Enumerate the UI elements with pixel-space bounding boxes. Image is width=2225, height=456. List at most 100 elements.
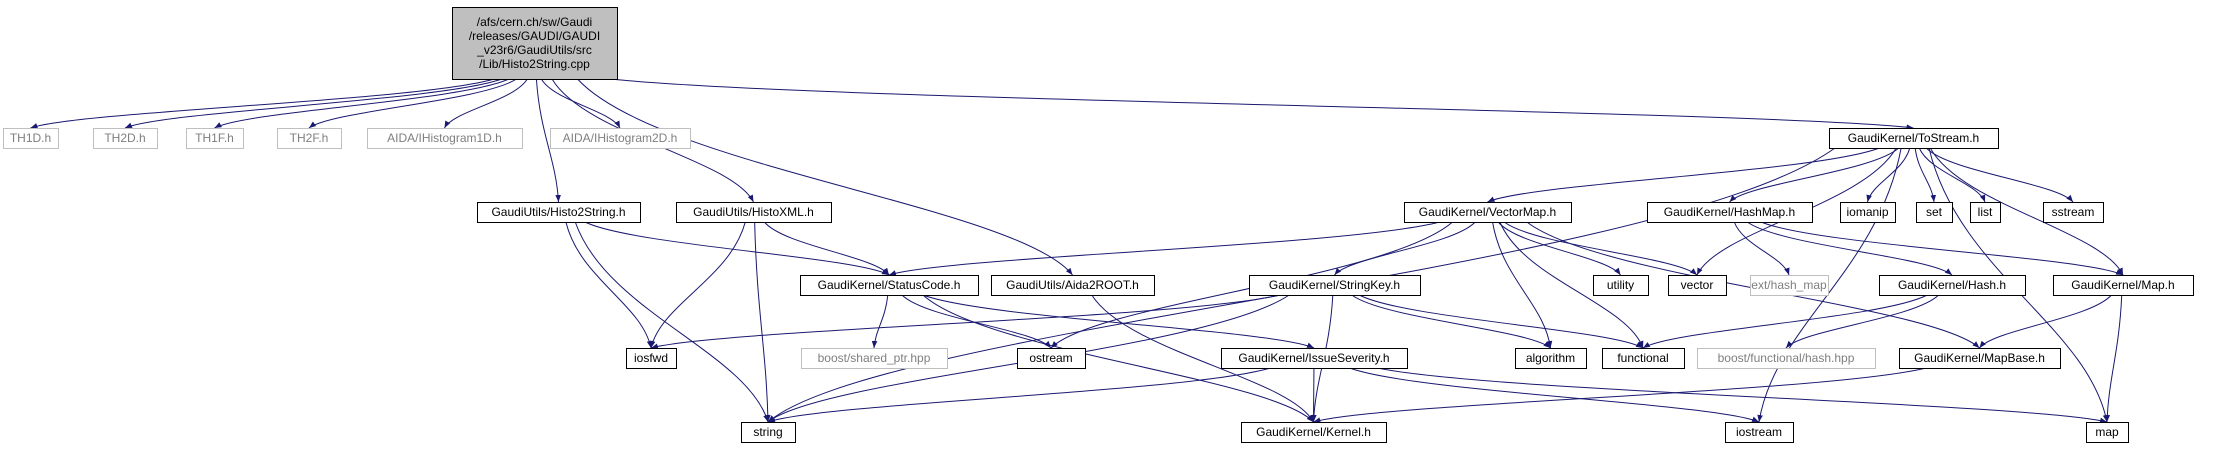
- node-label: GaudiKernel/StringKey.h: [1269, 278, 1400, 292]
- node-label: boost/functional/hash.hpp: [1718, 351, 1855, 365]
- node-root[interactable]: /afs/cern.ch/sw/Gaudi/releases/GAUDI/GAU…: [452, 7, 618, 80]
- node-box-sstream: [2043, 202, 2104, 223]
- node-box-ostream: [1017, 348, 1086, 369]
- node-label: ostream: [1029, 351, 1072, 365]
- edge-issueseverity-to-iostream: [1349, 367, 1760, 423]
- node-box-vectormap: [1404, 202, 1572, 223]
- node-box-issueseverity: [1221, 348, 1408, 369]
- node-label: GaudiKernel/ToStream.h: [1848, 131, 1979, 145]
- edge-hash-to-boosthash: [1785, 294, 1940, 349]
- node-box-list: [1970, 202, 2001, 223]
- edge-tostream-to-list: [1918, 147, 1986, 203]
- edge-stringkey-to-iosfwd: [650, 294, 1280, 349]
- edge-tostream-to-map_h: [1929, 147, 2124, 276]
- edge-aida2root-to-kernel: [1091, 294, 1314, 423]
- node-boosthash: boost/functional/hash.hpp: [1697, 348, 1876, 369]
- node-stringkey[interactable]: GaudiKernel/StringKey.h: [1249, 275, 1421, 296]
- edge-tostream-to-set: [1914, 147, 1937, 203]
- edge-root-to-aida1d: [444, 78, 528, 129]
- node-label: sstream: [2052, 205, 2095, 219]
- node-box-functional: [1602, 348, 1685, 369]
- node-box-th2d: [93, 128, 158, 149]
- edge-histo2string-to-statuscode: [584, 221, 890, 276]
- edge-hashmap-to-map_h: [1760, 221, 2124, 276]
- edge-map_h-to-map: [2104, 294, 2123, 423]
- node-map_h[interactable]: GaudiKernel/Map.h: [2053, 275, 2194, 296]
- node-box-hash: [1879, 275, 2026, 296]
- node-label: GaudiKernel/IssueSeverity.h: [1238, 351, 1389, 365]
- node-sstream[interactable]: sstream: [2043, 202, 2104, 223]
- node-mapbase[interactable]: GaudiKernel/MapBase.h: [1899, 348, 2061, 369]
- edge-statuscode-to-kernel: [922, 294, 1314, 423]
- node-kernel[interactable]: GaudiKernel/Kernel.h: [1241, 422, 1387, 443]
- node-label: iostream: [1736, 425, 1782, 439]
- edge-root-to-histo2string: [535, 78, 561, 203]
- node-box-map: [2086, 422, 2129, 443]
- node-tostream[interactable]: GaudiKernel/ToStream.h: [1829, 128, 1999, 149]
- node-box-aida2d: [550, 128, 691, 149]
- node-iomanip[interactable]: iomanip: [1840, 202, 1896, 223]
- edge-vectormap-to-vector: [1503, 221, 1698, 276]
- node-box-utility: [1593, 275, 1649, 296]
- edge-vectormap-to-ostream: [1050, 221, 1453, 349]
- node-box-algorithm: [1515, 348, 1587, 369]
- node-vectormap[interactable]: GaudiKernel/VectorMap.h: [1404, 202, 1572, 223]
- node-box-map_h: [2053, 275, 2194, 296]
- node-hashmap[interactable]: GaudiKernel/HashMap.h: [1647, 202, 1813, 223]
- node-label: algorithm: [1526, 351, 1575, 365]
- node-box-aida2root: [991, 275, 1155, 296]
- node-box-string: [741, 422, 796, 443]
- node-box-aida1d: [367, 128, 523, 149]
- edge-vectormap-to-algorithm: [1492, 221, 1553, 349]
- node-histoxml[interactable]: GaudiUtils/HistoXML.h: [676, 202, 832, 223]
- edge-statuscode-to-sharedptr: [871, 294, 889, 349]
- node-label: _v23r6/GaudiUtils/src: [476, 43, 592, 57]
- node-sharedptr: boost/shared_ptr.hpp: [801, 348, 948, 369]
- edge-vectormap-to-statuscode: [888, 221, 1440, 276]
- node-statuscode[interactable]: GaudiKernel/StatusCode.h: [800, 275, 979, 296]
- node-issueseverity[interactable]: GaudiKernel/IssueSeverity.h: [1221, 348, 1408, 369]
- node-label: AIDA/IHistogram2D.h: [563, 131, 678, 145]
- node-set[interactable]: set: [1916, 202, 1953, 223]
- node-functional[interactable]: functional: [1602, 348, 1685, 369]
- node-aida1d: AIDA/IHistogram1D.h: [367, 128, 523, 149]
- edge-tostream-to-sstream: [1925, 147, 2074, 203]
- edge-histo2string-to-iosfwd: [565, 221, 653, 349]
- node-label: boost/shared_ptr.hpp: [818, 351, 931, 365]
- node-string[interactable]: string: [741, 422, 796, 443]
- edge-hash-to-functional: [1642, 294, 1928, 349]
- node-label: GaudiKernel/Hash.h: [1898, 278, 2006, 292]
- node-box-set: [1916, 202, 1953, 223]
- edge-issueseverity-to-map: [1377, 367, 2108, 424]
- edge-root-to-aida2d: [540, 78, 621, 129]
- node-hash[interactable]: GaudiKernel/Hash.h: [1879, 275, 2026, 296]
- node-label: /releases/GAUDI/GAUDI: [469, 29, 600, 43]
- node-box-th1d: [3, 128, 59, 149]
- node-map[interactable]: map: [2086, 422, 2129, 443]
- edge-root-to-th2d: [124, 78, 502, 129]
- node-label: /afs/cern.ch/sw/Gaudi: [477, 15, 592, 29]
- node-vector[interactable]: vector: [1668, 275, 1727, 296]
- node-exthashmap: ext/hash_map: [1750, 275, 1829, 296]
- edge-root-to-aida2root: [577, 78, 1073, 276]
- node-label: TH2D.h: [104, 131, 145, 145]
- node-th2f: TH2F.h: [277, 128, 342, 149]
- node-iostream[interactable]: iostream: [1725, 422, 1794, 443]
- node-box-sharedptr: [801, 348, 948, 369]
- node-algorithm[interactable]: algorithm: [1515, 348, 1587, 369]
- node-box-boosthash: [1697, 348, 1876, 369]
- node-list[interactable]: list: [1970, 202, 2001, 223]
- edge-hashmap-to-exthashmap: [1733, 221, 1790, 276]
- node-utility[interactable]: utility: [1593, 275, 1649, 296]
- node-label: vector: [1681, 278, 1714, 292]
- edge-statuscode-to-issueseverity: [922, 294, 1315, 349]
- edge-issueseverity-to-string: [767, 367, 1271, 423]
- node-box-histoxml: [676, 202, 832, 223]
- node-aida2root[interactable]: GaudiUtils/Aida2ROOT.h: [991, 275, 1155, 296]
- node-histo2string[interactable]: GaudiUtils/Histo2String.h: [477, 202, 641, 223]
- node-label: GaudiKernel/MapBase.h: [1914, 351, 2045, 365]
- node-label: GaudiKernel/Map.h: [2071, 278, 2174, 292]
- node-ostream[interactable]: ostream: [1017, 348, 1086, 369]
- node-iosfwd[interactable]: iosfwd: [626, 348, 677, 369]
